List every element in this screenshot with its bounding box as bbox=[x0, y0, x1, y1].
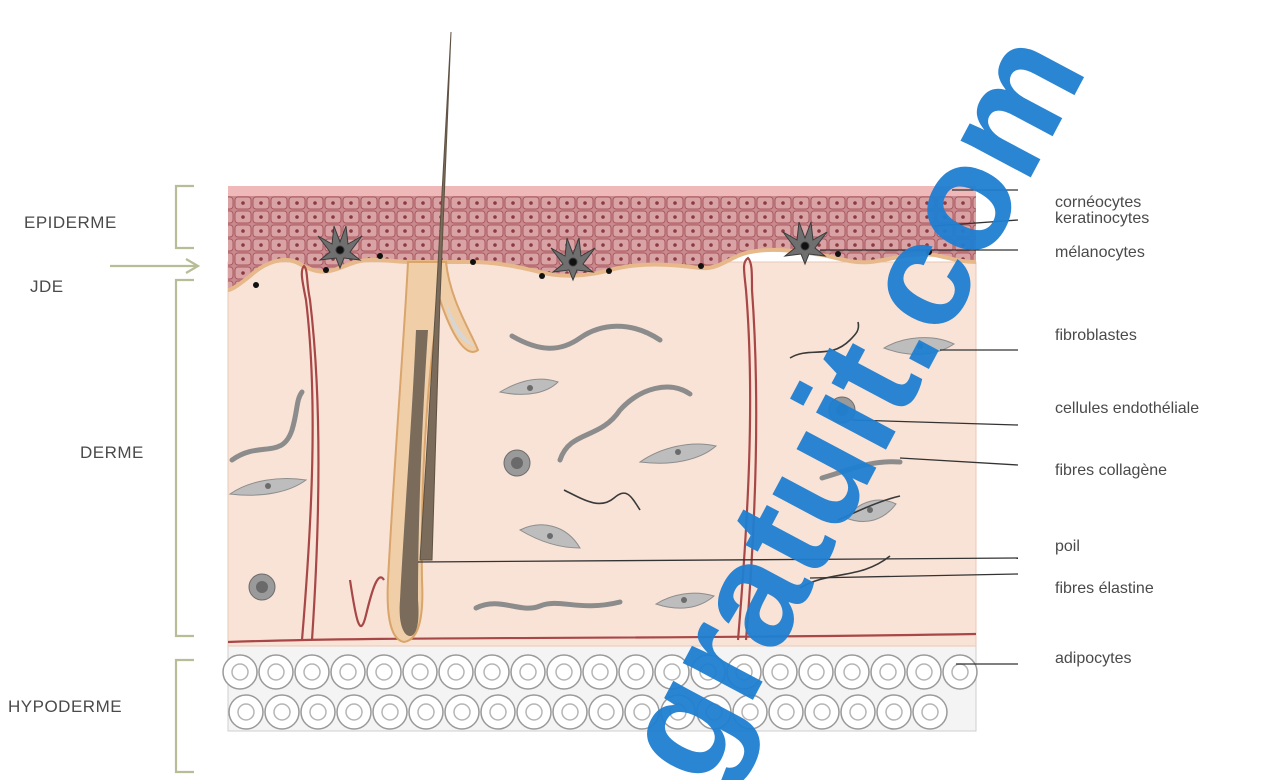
callout-poil: poil bbox=[1055, 538, 1080, 555]
derme-bracket bbox=[176, 280, 194, 636]
callout-adipocytes: adipocytes bbox=[1055, 650, 1132, 667]
callout-keratinocytes: keratinocytes bbox=[1055, 210, 1149, 227]
hypoderme-bracket bbox=[176, 660, 194, 772]
adipocyte-nucleus bbox=[232, 664, 248, 680]
callout-fibres-collagene: fibres collagène bbox=[1055, 462, 1167, 479]
adipocyte-nucleus bbox=[484, 664, 500, 680]
epiderme-bracket bbox=[176, 186, 194, 248]
adipocyte-nucleus bbox=[382, 704, 398, 720]
adipocyte-nucleus bbox=[520, 664, 536, 680]
adipocyte-nucleus bbox=[592, 664, 608, 680]
adipocyte-nucleus bbox=[526, 704, 542, 720]
adipocyte-nucleus bbox=[274, 704, 290, 720]
layer-brackets bbox=[176, 186, 194, 772]
callout-fibres-elastine: fibres élastine bbox=[1055, 580, 1154, 597]
adipocyte-nucleus bbox=[808, 664, 824, 680]
label-hypoderme: HYPODERME bbox=[8, 697, 122, 716]
adipocyte-nucleus bbox=[562, 704, 578, 720]
callout-melanocytes: mélanocytes bbox=[1055, 244, 1145, 261]
adipocyte-nucleus bbox=[346, 704, 362, 720]
adipocyte-nucleus bbox=[886, 704, 902, 720]
adipocyte-nucleus bbox=[850, 704, 866, 720]
callout-cellules-endotheliale: cellules endothéliale bbox=[1055, 400, 1199, 417]
label-derme: DERME bbox=[80, 443, 144, 462]
adipocyte-nucleus bbox=[310, 704, 326, 720]
adipocyte-nucleus bbox=[916, 664, 932, 680]
adipocyte-nucleus bbox=[238, 704, 254, 720]
jde-arrow bbox=[110, 259, 198, 273]
adipocyte-nucleus bbox=[304, 664, 320, 680]
adipocyte-nucleus bbox=[412, 664, 428, 680]
label-jde: JDE bbox=[30, 277, 64, 296]
adipocyte-nucleus bbox=[880, 664, 896, 680]
adipocyte-nucleus bbox=[952, 664, 968, 680]
label-epiderme: EPIDERME bbox=[24, 213, 117, 232]
adipocyte-nucleus bbox=[340, 664, 356, 680]
adipocyte-nucleus bbox=[556, 664, 572, 680]
callout-fibroblastes: fibroblastes bbox=[1055, 327, 1137, 344]
adipocyte-nucleus bbox=[376, 664, 392, 680]
adipocyte-nucleus bbox=[814, 704, 830, 720]
adipocyte-nucleus bbox=[268, 664, 284, 680]
callout-corneocytes: cornéocytes bbox=[1055, 194, 1141, 211]
adipocyte-nucleus bbox=[490, 704, 506, 720]
corneocyte-layer bbox=[228, 186, 976, 196]
adipocyte-nucleus bbox=[418, 704, 434, 720]
adipocyte-nucleus bbox=[922, 704, 938, 720]
adipocyte-nucleus bbox=[454, 704, 470, 720]
adipocyte-nucleus bbox=[844, 664, 860, 680]
adipocyte-nucleus bbox=[448, 664, 464, 680]
